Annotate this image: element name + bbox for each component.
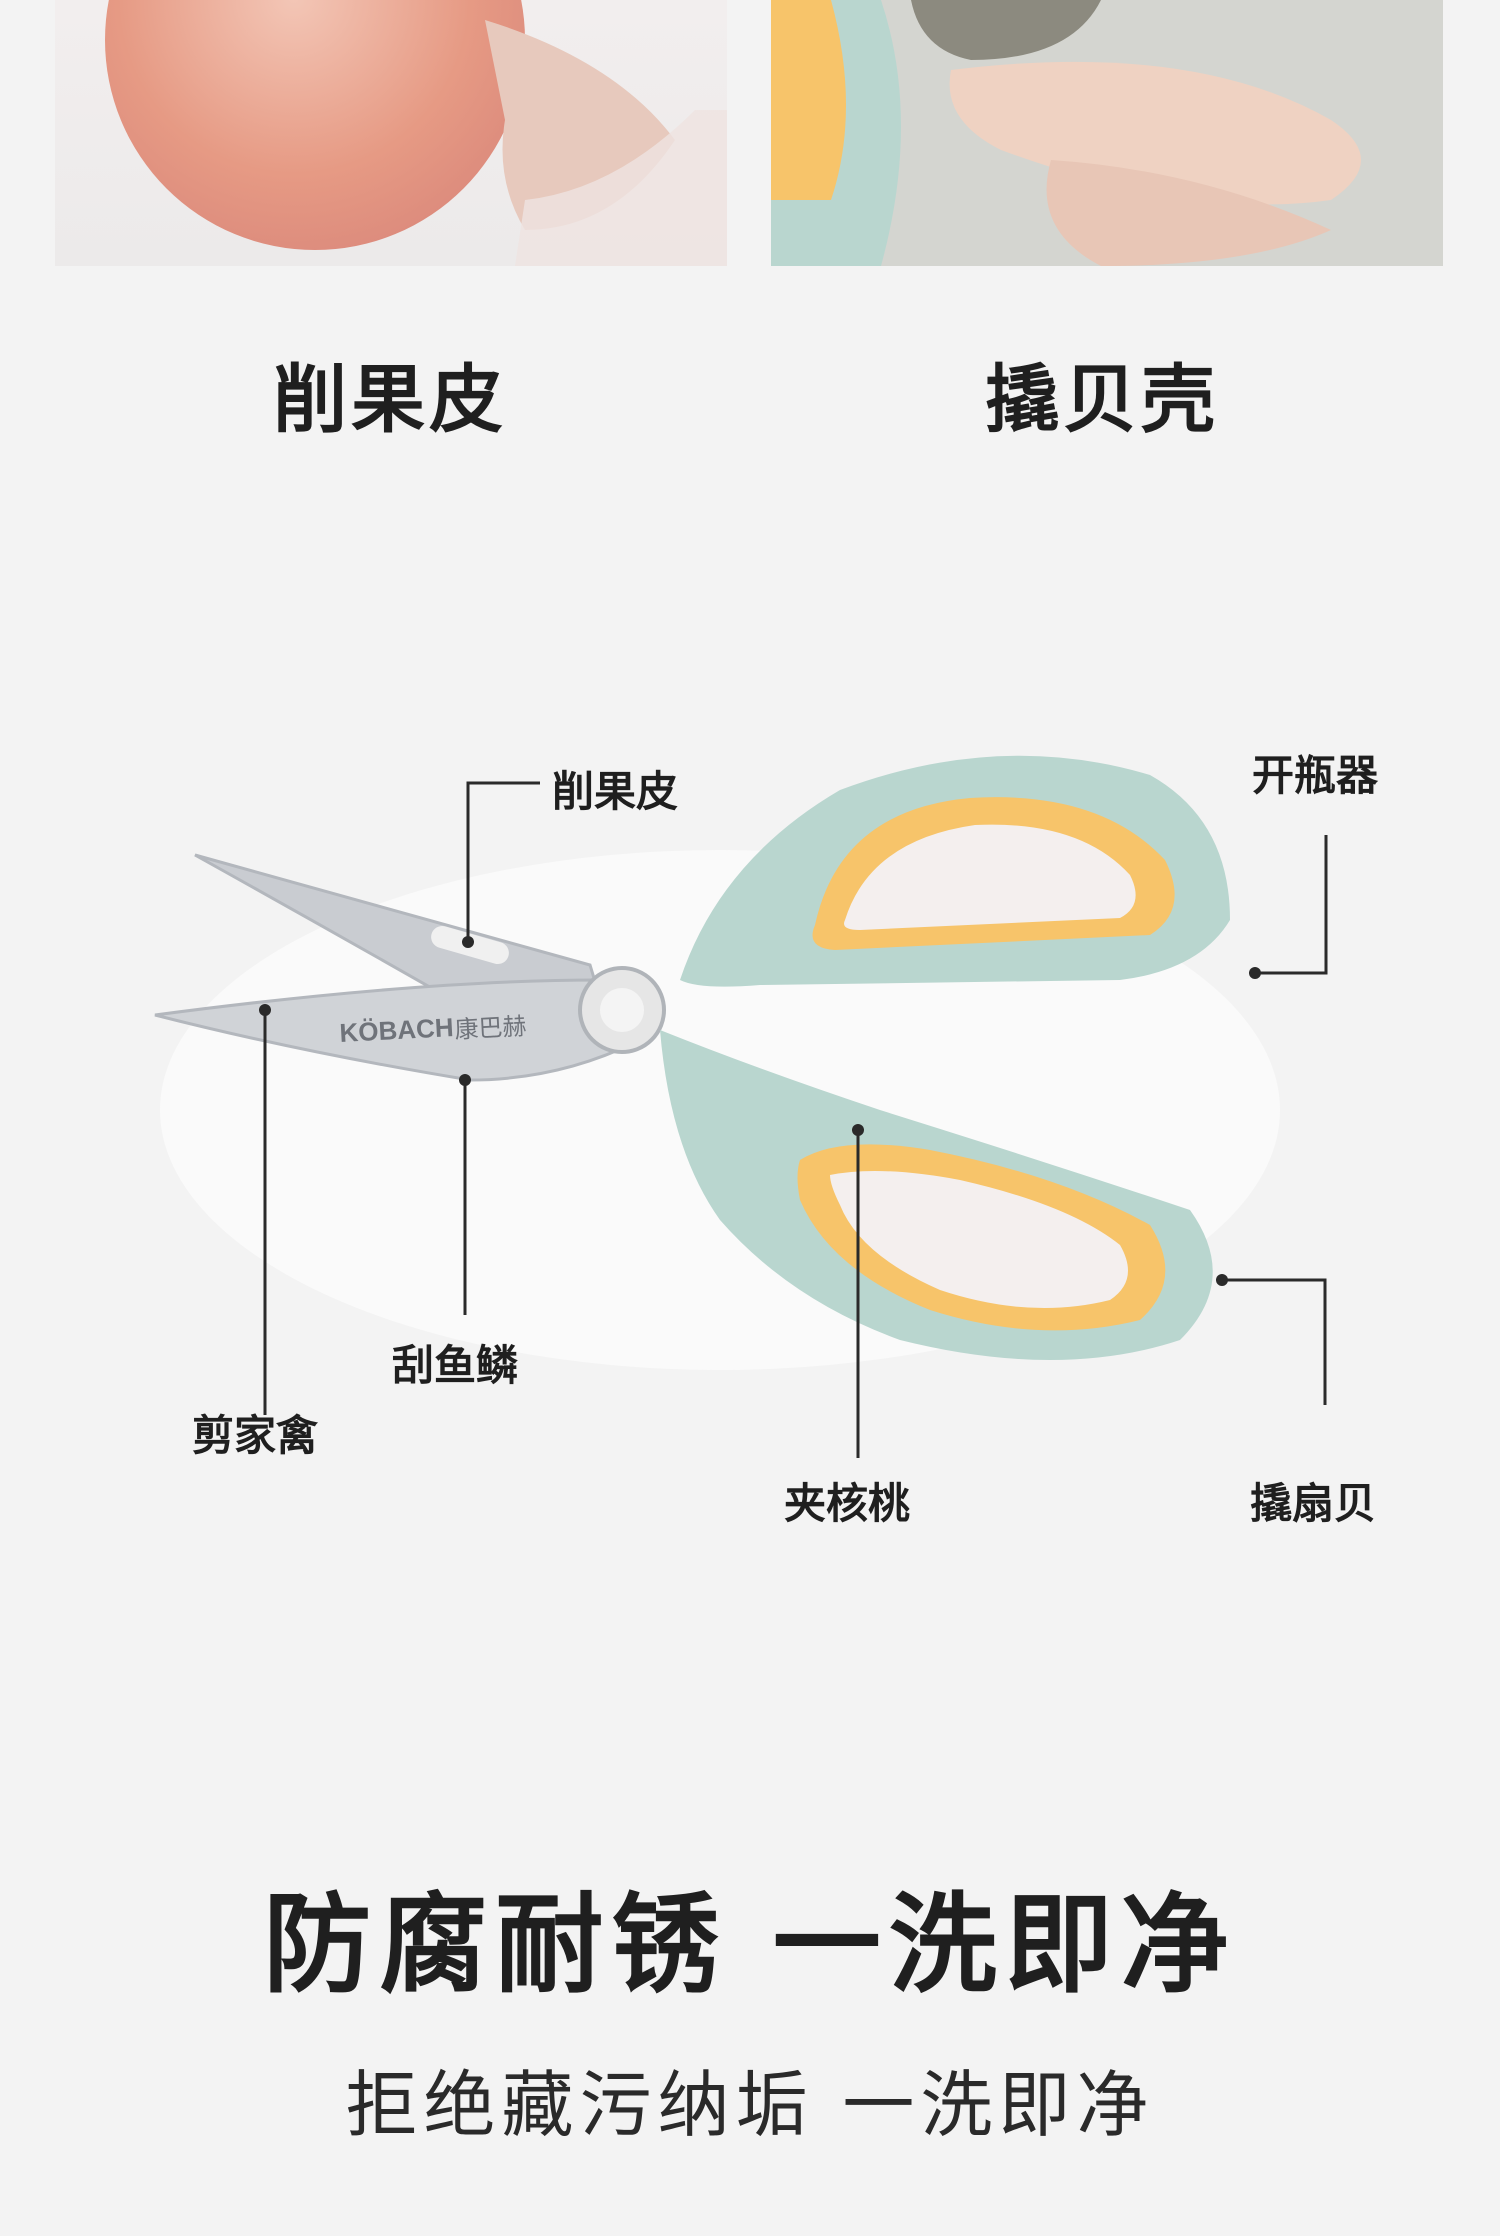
callout-scale-fish: 刮鱼鳞 xyxy=(392,1341,519,1390)
callout-peel: 削果皮 xyxy=(552,767,679,816)
headline: 防腐耐锈 一洗即净 xyxy=(263,1883,1237,2008)
photo-peel-apple xyxy=(55,0,727,266)
apple-photo-illustration xyxy=(105,0,727,266)
brand-logo-cn: 康巴赫 xyxy=(454,1012,527,1044)
callout-bottle-opener: 开瓶器 xyxy=(1252,751,1379,800)
photo-open-shell xyxy=(771,0,1443,266)
brand-logo-en: KÖBACH xyxy=(339,1012,455,1048)
subline: 拒绝藏污纳垢 一洗即净 xyxy=(345,2063,1155,2147)
scissors-feature-diagram: KÖBACH 康巴赫 削果皮 开瓶器 刮鱼鳞 剪家禽 夹核桃 撬扇贝 xyxy=(0,680,1500,1620)
scissors-illustration: KÖBACH 康巴赫 xyxy=(154,755,1328,1458)
callout-cut-poultry: 剪家禽 xyxy=(192,1411,319,1460)
caption-peel: 削果皮 xyxy=(273,357,507,443)
caption-shell: 撬贝壳 xyxy=(985,357,1219,443)
callout-crack-walnut: 夹核桃 xyxy=(784,1479,911,1528)
shell-photo-illustration xyxy=(771,0,1443,266)
callout-open-scallop: 撬扇贝 xyxy=(1250,1479,1377,1528)
